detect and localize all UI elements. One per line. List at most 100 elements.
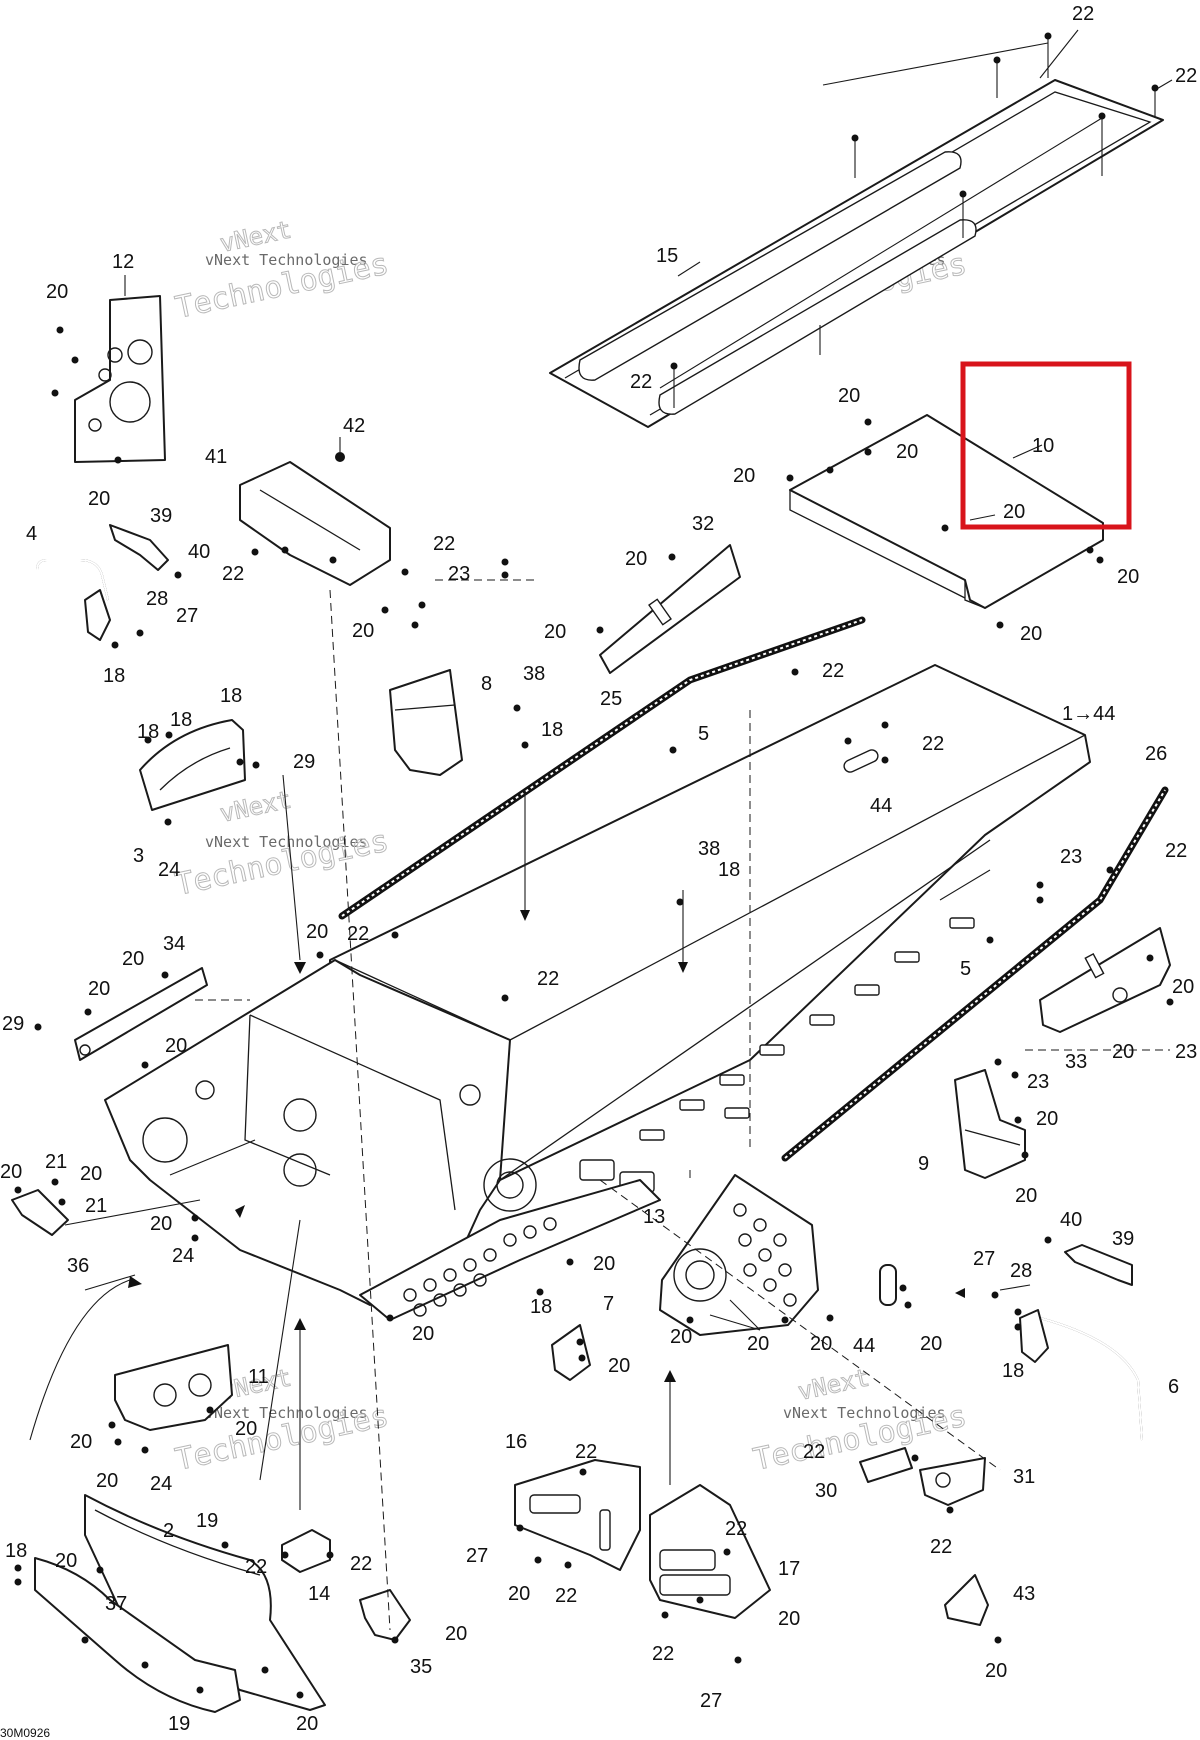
callout-22: 22 [822,660,844,682]
part-39-handle-left [109,524,169,571]
svg-text:vNext Technologies: vNext Technologies [783,1404,946,1422]
part-43-bracket [944,1574,989,1626]
callout-23: 23 [1060,846,1082,868]
part-35-bracket [359,1589,411,1641]
callout-22: 22 [433,533,455,555]
callout-20: 20 [235,1418,257,1440]
callout-20: 20 [1020,623,1042,645]
part-13-side-plate [659,1174,819,1336]
callout-8: 8 [481,673,492,695]
part-9-bracket [954,1069,1026,1179]
callout-20: 20 [838,385,860,407]
callout-labels: 22 22 15 22 20 20 20 10 20 20 20 12 20 2… [0,3,1197,1735]
callout-20: 20 [306,921,328,943]
callout-22: 22 [350,1553,372,1575]
callout-20: 20 [96,1470,118,1492]
callout-18: 18 [5,1540,27,1562]
callout-15: 15 [656,245,678,267]
callout-22: 22 [1165,840,1187,862]
callout-24: 24 [150,1473,172,1495]
callout-22: 22 [930,1536,952,1558]
callout-22: 22 [245,1556,267,1578]
callout-40: 40 [1060,1209,1082,1231]
callout-18: 18 [1002,1360,1024,1382]
callout-20: 20 [920,1333,942,1355]
callout-33: 33 [1065,1051,1087,1073]
callout-23: 23 [448,563,470,585]
callout-23: 23 [1175,1041,1197,1063]
callout-20: 20 [625,548,647,570]
callout-22: 22 [652,1643,674,1665]
callout-20: 20 [778,1608,800,1630]
part-8-plate [389,669,463,776]
callout-20: 20 [70,1431,92,1453]
callout-22: 22 [347,923,369,945]
callout-20: 20 [80,1163,102,1185]
callout-35: 35 [410,1656,432,1678]
callout-21: 21 [85,1195,107,1217]
part-39-handle-right [1064,1244,1133,1286]
part-16-bracket [514,1459,641,1571]
callout-22: 22 [922,733,944,755]
callout-20: 20 [1172,976,1194,998]
part-3-bracket [139,719,246,811]
part-33-bracket [1039,927,1171,1033]
watermark-6: vNext vNext Technologies Technologies [750,1363,970,1478]
part-15-top-plate [549,29,1173,428]
callout-20: 20 [46,281,68,303]
callout-40: 40 [188,541,210,563]
callout-10: 10 [1032,435,1054,457]
callout-30: 30 [815,1480,837,1502]
callout-22: 22 [630,371,652,393]
callout-22: 22 [537,968,559,990]
callout-37: 37 [105,1593,127,1615]
callout-27: 27 [176,605,198,627]
callout-20: 20 [88,978,110,1000]
part-26-rail [781,786,1169,1162]
callout-29: 29 [293,751,315,773]
reference-code: 30M0926 [0,1726,50,1740]
callout-22: 22 [803,1441,825,1463]
callout-20: 20 [985,1660,1007,1682]
part-25-rail [338,616,866,920]
callout-7: 7 [603,1293,614,1315]
callout-24: 24 [172,1245,194,1267]
leader-lines [29,579,1170,1631]
callout-22: 22 [575,1441,597,1463]
callout-20: 20 [352,620,374,642]
part-44-plate [879,1264,897,1306]
callout-2: 2 [163,1520,174,1542]
callout-20: 20 [296,1713,318,1735]
callout-29: 29 [2,1013,24,1035]
callout-22: 22 [555,1585,577,1607]
callout-27: 27 [973,1248,995,1270]
callout-20: 20 [747,1333,769,1355]
callout-20: 20 [88,488,110,510]
callout-36: 36 [67,1255,89,1277]
callout-19: 19 [168,1713,190,1735]
svg-text:vNext: vNext [795,1363,871,1405]
callout-20: 20 [1112,1041,1134,1063]
callout-34: 34 [163,933,185,955]
callout-18: 18 [103,665,125,687]
callout-20: 20 [1117,566,1139,588]
part-36-bracket [11,1189,69,1236]
callout-28: 28 [1010,1260,1032,1282]
callout-26: 26 [1145,743,1167,765]
callout-20: 20 [1003,501,1025,523]
callout-20: 20 [150,1213,172,1235]
callout-22: 22 [1072,3,1094,25]
callout-5: 5 [960,958,971,980]
assembly-arrows [128,910,965,1382]
part-37-bracket [34,1557,241,1713]
callout-20: 20 [508,1583,530,1605]
callout-20: 20 [1036,1108,1058,1130]
callout-18: 18 [170,709,192,731]
part-41-crossmember [239,437,391,586]
callout-28: 28 [146,588,168,610]
callout-20: 20 [1015,1185,1037,1207]
callout-22: 22 [1175,65,1197,87]
svg-text:vNext Technologies: vNext Technologies [205,833,368,851]
callout-20: 20 [55,1550,77,1572]
